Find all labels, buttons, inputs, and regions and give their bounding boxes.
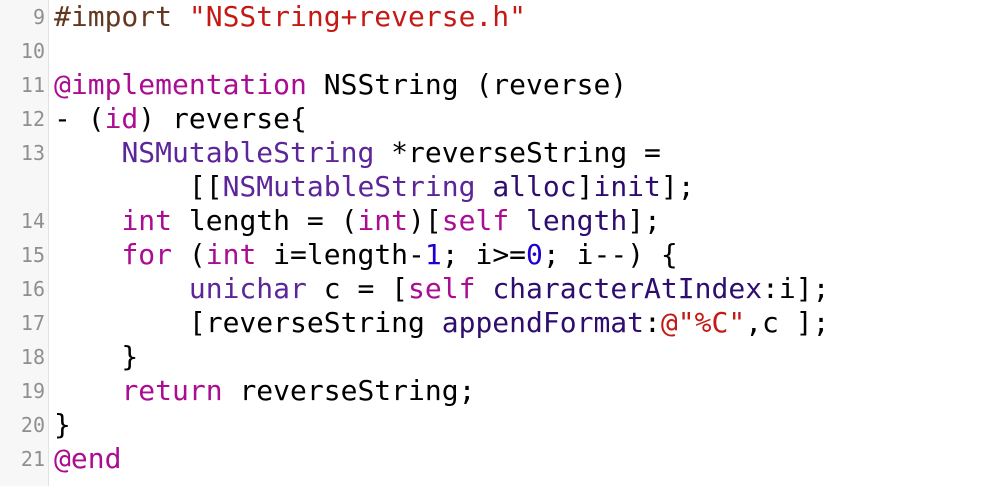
- line-number: 10: [20, 39, 45, 63]
- code-token-plain: )[: [408, 204, 442, 237]
- code-token-plain: ; i>=: [441, 238, 527, 271]
- code-token-number: 0: [526, 238, 543, 271]
- code-token-method: appendFormat: [441, 306, 645, 339]
- code-line[interactable]: 15 for (int i=length-1; i>=0; i--) {: [0, 238, 986, 272]
- code-token-plain: reverseString;: [222, 374, 476, 407]
- code-token-keyword: self: [408, 272, 476, 305]
- line-number: 19: [20, 379, 45, 403]
- code-token-plain: ; i--) {: [542, 238, 678, 271]
- code-line[interactable]: 14 int length = (int)[self length];: [0, 204, 986, 238]
- line-number: 14: [20, 209, 45, 233]
- code-token-number: 1: [424, 238, 442, 271]
- code-line[interactable]: 9 #import "NSString+reverse.h": [0, 0, 986, 34]
- code-text: - (id) reverse{: [54, 102, 307, 136]
- code-token-keyword: @implementation: [54, 68, 307, 101]
- code-token-keyword: id: [104, 102, 139, 135]
- code-token-string: @"%C": [660, 306, 746, 339]
- code-token-method: init: [593, 170, 661, 203]
- code-token-type: unichar: [188, 272, 307, 305]
- code-token-keyword: self: [441, 204, 510, 237]
- code-text: [reverseString appendFormat:@"%C",c ];: [54, 306, 830, 340]
- code-token-keyword: int: [121, 204, 173, 237]
- code-token-plain: }: [54, 340, 139, 373]
- code-token-plain: i=length-: [256, 238, 425, 271]
- code-token-plain: [475, 170, 492, 203]
- code-line[interactable]: 11 @implementation NSString (reverse): [0, 68, 986, 102]
- code-token-directive: #import: [54, 0, 189, 33]
- code-text: }: [54, 340, 138, 374]
- code-token-plain: length = (: [172, 204, 358, 237]
- line-number: 15: [20, 243, 45, 267]
- line-number: 18: [20, 345, 45, 369]
- code-token-plain: :: [644, 306, 661, 339]
- code-token-plain: ,c ];: [745, 306, 830, 339]
- code-token-plain: ];: [660, 170, 695, 203]
- code-line[interactable]: 18 }: [0, 340, 986, 374]
- code-token-plain: *reverseString =: [374, 136, 661, 169]
- code-token-plain: ];: [627, 204, 661, 237]
- code-token-keyword: for: [121, 238, 173, 271]
- code-token-method: length: [526, 204, 628, 237]
- code-token-plain: [reverseString: [54, 306, 442, 339]
- line-number-gutter: [0, 0, 49, 486]
- code-token-plain: NSString (reverse): [306, 68, 628, 101]
- code-token-plain: [54, 374, 121, 407]
- code-line[interactable]: 12 - (id) reverse{: [0, 102, 986, 136]
- code-token-type: NSMutableString: [222, 170, 476, 203]
- code-token-plain: [54, 272, 189, 305]
- line-number: 16: [20, 277, 45, 301]
- code-text: }: [54, 408, 71, 442]
- code-token-string: "NSString+reverse.h": [188, 0, 527, 33]
- code-token-plain: [54, 204, 121, 237]
- code-token-type: NSMutableString: [121, 136, 375, 169]
- line-number: 17: [20, 311, 45, 335]
- code-text: int length = (int)[self length];: [54, 204, 661, 238]
- code-line[interactable]: 13 NSMutableString *reverseString =: [0, 136, 986, 170]
- code-token-plain: ]: [576, 170, 594, 203]
- code-token-keyword: int: [357, 204, 409, 237]
- code-token-keyword: @end: [54, 442, 122, 475]
- code-line[interactable]: 16 unichar c = [self characterAtIndex:i]…: [0, 272, 986, 306]
- code-text: #import "NSString+reverse.h": [54, 0, 526, 34]
- code-token-plain: }: [54, 408, 71, 441]
- code-line[interactable]: 19 return reverseString;: [0, 374, 986, 408]
- code-token-plain: [475, 272, 492, 305]
- line-number: 20: [20, 413, 45, 437]
- code-text: [[NSMutableString alloc]init];: [54, 170, 695, 204]
- code-token-plain: [54, 136, 121, 169]
- code-text: NSMutableString *reverseString =: [54, 136, 661, 170]
- code-token-keyword: return: [121, 374, 223, 407]
- code-text: unichar c = [self characterAtIndex:i];: [54, 272, 830, 306]
- code-line[interactable]: 17 [reverseString appendFormat:@"%C",c ]…: [0, 306, 986, 340]
- line-number: 9: [32, 5, 45, 29]
- code-token-plain: ) reverse{: [138, 102, 307, 135]
- code-token-method: characterAtIndex: [492, 272, 763, 305]
- line-number: 21: [20, 447, 45, 471]
- code-text: @end: [54, 442, 121, 476]
- line-number: 13: [20, 141, 45, 165]
- code-text: for (int i=length-1; i>=0; i--) {: [54, 238, 678, 272]
- line-number: 11: [20, 73, 45, 97]
- code-token-plain: - (: [54, 102, 105, 135]
- line-number: 12: [20, 107, 45, 131]
- code-token-plain: [509, 204, 526, 237]
- code-text: @implementation NSString (reverse): [54, 68, 627, 102]
- code-token-keyword: int: [205, 238, 257, 271]
- code-line[interactable]: [[NSMutableString alloc]init];: [0, 170, 986, 204]
- code-token-plain: :i];: [762, 272, 830, 305]
- code-token-plain: [54, 238, 121, 271]
- code-token-plain: (: [172, 238, 206, 271]
- code-line[interactable]: 20}: [0, 408, 986, 442]
- code-line[interactable]: 21 @end: [0, 442, 986, 476]
- code-token-method: alloc: [492, 170, 577, 203]
- code-line[interactable]: 10: [0, 34, 986, 68]
- code-token-plain: c = [: [306, 272, 409, 305]
- code-text: return reverseString;: [54, 374, 475, 408]
- code-token-plain: [[: [54, 170, 223, 203]
